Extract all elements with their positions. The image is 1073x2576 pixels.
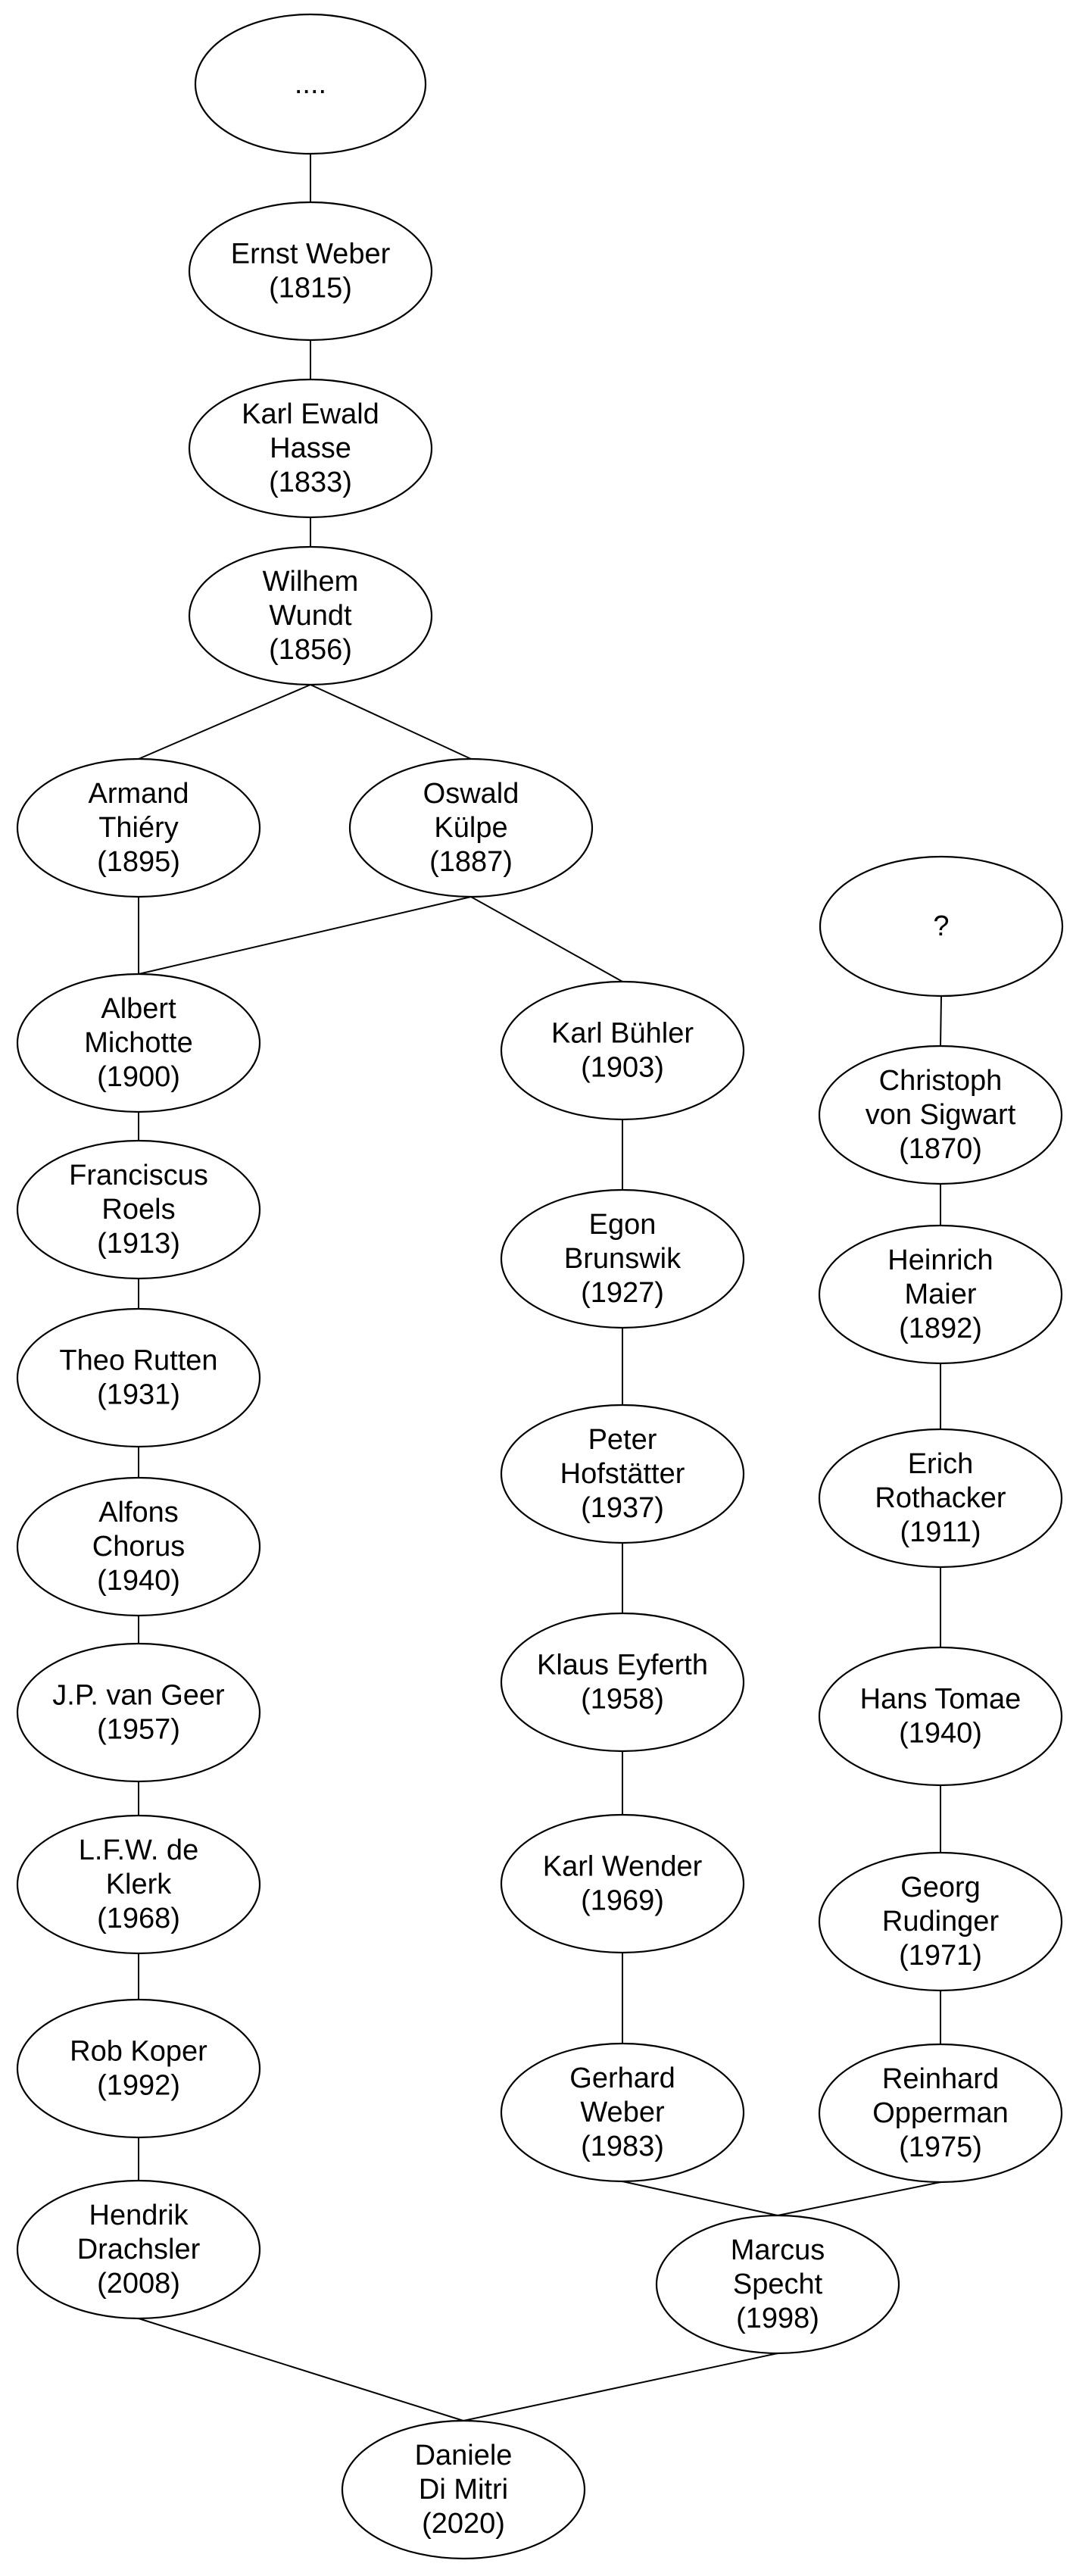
node-ellipse bbox=[500, 1188, 745, 1329]
node-ellipse bbox=[818, 1646, 1063, 1787]
edge-hendrik-drachsler--daniele-di-mitri bbox=[138, 2318, 464, 2421]
node-ancestors: .... bbox=[194, 13, 427, 155]
node-label: Hans Tomae(1940) bbox=[860, 1684, 1022, 1750]
node-ellipse bbox=[500, 1813, 745, 1954]
node-karl-wender: Karl Wender(1969) bbox=[500, 1813, 745, 1954]
node-ellipse bbox=[16, 1814, 261, 1955]
node-ellipse bbox=[818, 2043, 1063, 2184]
node-label: Theo Rutten(1931) bbox=[59, 1345, 217, 1411]
node-ellipse bbox=[16, 1642, 261, 1783]
node-ellipse bbox=[16, 1307, 261, 1448]
node-ernst-weber: Ernst Weber(1815) bbox=[188, 201, 433, 342]
node-label: Ernst Weber(1815) bbox=[231, 239, 391, 304]
node-label: ? bbox=[933, 910, 949, 942]
node-ellipse bbox=[818, 1851, 1063, 1992]
edge-unknown--christoph-von-sigwart bbox=[940, 995, 942, 1047]
node-label: Klaus Eyferth(1958) bbox=[537, 1650, 708, 1716]
edge-oswald-kulpe--karl-buhler bbox=[470, 896, 623, 982]
node-label: Rob Koper(1992) bbox=[70, 2036, 207, 2102]
node-ellipse bbox=[818, 1428, 1063, 1569]
node-ellipse bbox=[16, 757, 261, 898]
node-theo-rutten: Theo Rutten(1931) bbox=[16, 1307, 261, 1448]
node-ellipse bbox=[16, 1998, 261, 2139]
node-ellipse bbox=[188, 545, 433, 686]
node-ellipse bbox=[16, 2179, 261, 2320]
node-ellipse bbox=[500, 1404, 745, 1544]
node-ellipse bbox=[16, 973, 261, 1113]
node-label: Karl Bühler(1903) bbox=[551, 1018, 694, 1084]
node-ellipse bbox=[500, 2042, 745, 2183]
node-jp-van-geer: J.P. van Geer(1957) bbox=[16, 1642, 261, 1783]
edge-wilhem-wundt--oswald-kulpe bbox=[310, 684, 472, 760]
edge-marcus-specht--daniele-di-mitri bbox=[463, 2353, 778, 2421]
node-ellipse bbox=[188, 378, 433, 519]
edge-wilhem-wundt--armand-thiery bbox=[138, 684, 311, 760]
node-ellipse bbox=[348, 757, 594, 898]
node-label: Karl Wender(1969) bbox=[543, 1851, 703, 1917]
node-label: J.P. van Geer(1957) bbox=[52, 1680, 225, 1746]
edge-gerhard-weber--marcus-specht bbox=[622, 2181, 778, 2216]
node-unknown: ? bbox=[819, 855, 1064, 998]
node-ellipse bbox=[655, 2214, 900, 2355]
node-klaus-eyferth: Klaus Eyferth(1958) bbox=[500, 1612, 745, 1753]
node-ellipse bbox=[818, 1224, 1063, 1365]
node-ellipse bbox=[16, 1139, 261, 1280]
edge-oswald-kulpe--albert-michotte bbox=[138, 896, 472, 975]
node-ellipse bbox=[819, 855, 1064, 998]
node-rob-koper: Rob Koper(1992) bbox=[16, 1998, 261, 2139]
node-ellipse bbox=[500, 980, 745, 1121]
node-ellipse bbox=[188, 201, 433, 342]
node-ellipse bbox=[194, 13, 427, 155]
node-label: .... bbox=[295, 68, 326, 100]
node-karl-buhler: Karl Bühler(1903) bbox=[500, 980, 745, 1121]
node-ellipse bbox=[341, 2419, 586, 2560]
edge-reinhard-opperman--marcus-specht bbox=[777, 2181, 941, 2216]
node-hans-tomae: Hans Tomae(1940) bbox=[818, 1646, 1063, 1787]
node-ellipse bbox=[500, 1612, 745, 1753]
node-ellipse bbox=[16, 1476, 261, 1617]
node-ellipse bbox=[818, 1044, 1063, 1185]
